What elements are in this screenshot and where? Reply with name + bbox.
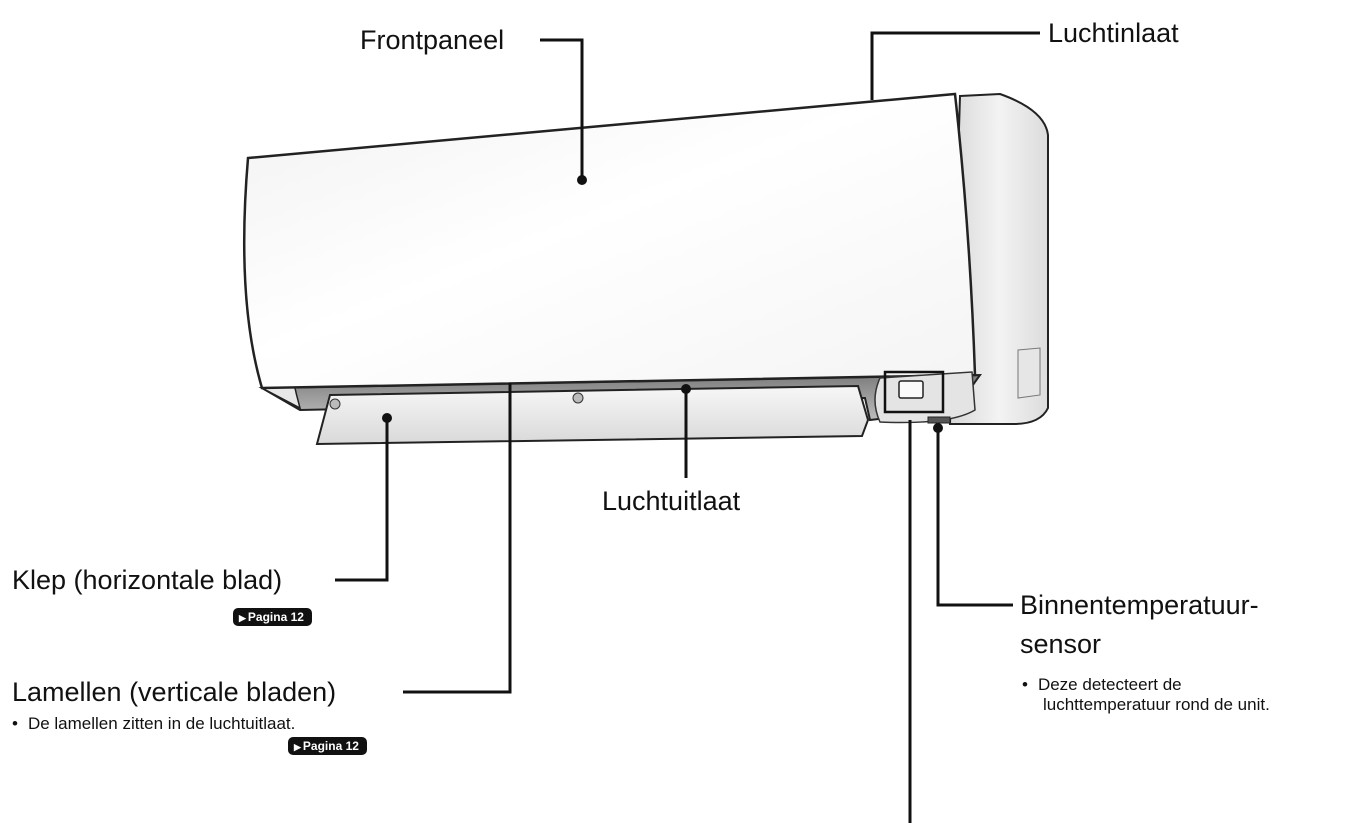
leader-temp-sensor xyxy=(936,428,1013,607)
note-temp-sensor-line1: Deze detecteert de xyxy=(1037,675,1182,694)
louvers-page-reference[interactable]: ▶Pagina 12 xyxy=(288,737,367,755)
label-air-inlet: Luchtinlaat xyxy=(1048,18,1179,48)
front-panel-shape xyxy=(242,92,977,390)
leader-louvers xyxy=(403,383,512,694)
bullet-icon: • xyxy=(12,714,18,733)
bullet-icon: • xyxy=(1022,675,1028,694)
louvers-page-text: Pagina 12 xyxy=(302,739,359,753)
flap-page-reference[interactable]: ▶Pagina 12 xyxy=(233,608,312,626)
screw-mid xyxy=(572,392,584,404)
play-arrow-icon: ▶ xyxy=(294,742,301,752)
leader-front-panel xyxy=(540,38,584,180)
side-recess xyxy=(1017,347,1041,399)
play-arrow-icon: ▶ xyxy=(239,613,246,623)
dot-temp-sensor xyxy=(933,423,943,433)
dot-air-outlet xyxy=(681,384,691,394)
note-temp-sensor-line2: luchttemperatuur rond de unit. xyxy=(1043,694,1270,714)
note-louvers: • De lamellen zitten in de luchtuitlaat. xyxy=(12,714,295,734)
temperature-sensor-grill xyxy=(927,416,951,424)
label-front-panel: Frontpaneel xyxy=(360,25,505,55)
note-louvers-text: De lamellen zitten in de luchtuitlaat. xyxy=(27,714,296,733)
flap-shape xyxy=(315,384,870,446)
display-icon xyxy=(898,380,924,399)
dot-flap xyxy=(382,413,392,423)
label-louvers: Lamellen (verticale bladen) xyxy=(12,677,337,707)
label-air-outlet: Luchtuitlaat xyxy=(602,486,741,516)
display-housing xyxy=(874,371,976,424)
label-temp-sensor-line2: sensor xyxy=(1020,629,1102,659)
dot-front-panel xyxy=(577,175,587,185)
note-temp-sensor: • Deze detecteert de luchttemperatuur ron… xyxy=(1022,675,1270,714)
leader-flap xyxy=(335,418,389,582)
screw-left xyxy=(329,398,341,410)
leader-air-inlet xyxy=(870,31,1040,100)
indoor-unit xyxy=(242,92,1049,446)
pointer-dots xyxy=(382,175,943,433)
label-flap: Klep (horizontale blad) xyxy=(12,565,283,595)
display-window xyxy=(883,370,945,414)
label-temp-sensor-line1: Binnentemperatuur- xyxy=(1020,590,1259,620)
flap-page-text: Pagina 12 xyxy=(247,610,304,624)
leader-lines xyxy=(335,31,1040,823)
